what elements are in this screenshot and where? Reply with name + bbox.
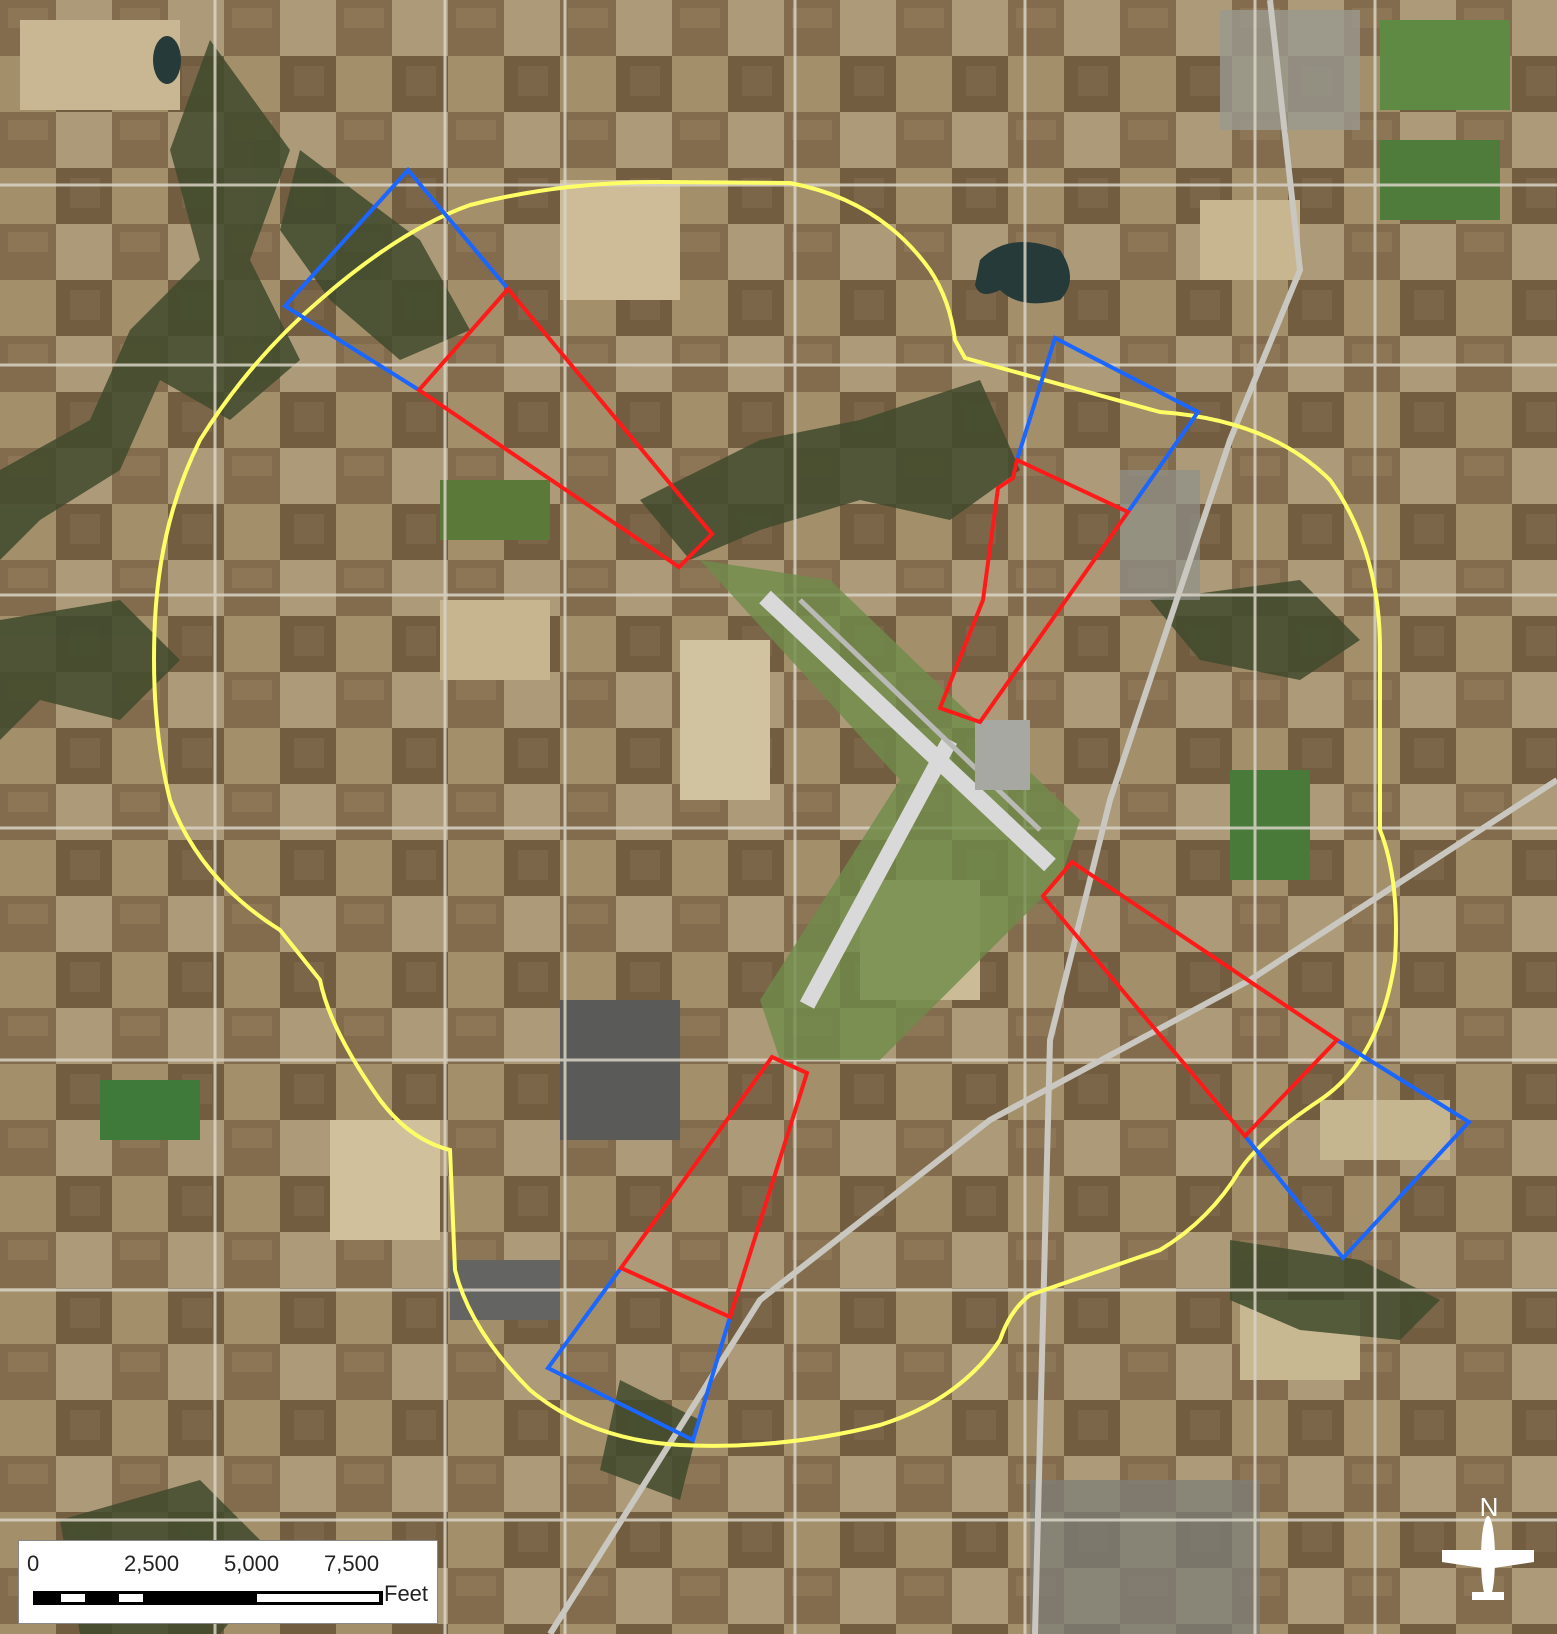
scale-bar-graphic	[33, 1591, 383, 1605]
scale-tick-7500: 7,500	[324, 1551, 380, 1576]
pond	[153, 36, 181, 84]
highway-diagonal	[547, 777, 1557, 1634]
town-east	[1120, 470, 1200, 600]
inner-safety-zones[interactable]	[416, 285, 1341, 1320]
scale-unit-label: Feet	[384, 1581, 429, 1606]
outer-zone-nw[interactable]	[281, 166, 510, 392]
scale-tick-5000: 5,000	[224, 1551, 280, 1576]
outer-zone-sw[interactable]	[544, 1266, 732, 1443]
airplane-icon	[1442, 1516, 1534, 1600]
runway-nw-se[interactable]	[759, 590, 1056, 872]
lake	[975, 242, 1070, 304]
scale-bar: 0 2,500 5,000 7,500 Feet	[18, 1540, 438, 1624]
scale-tick-0: 0	[27, 1551, 40, 1576]
outer-zone-ne[interactable]	[1015, 335, 1201, 514]
runway-ne-sw[interactable]	[799, 736, 958, 1009]
north-label: N	[1479, 1492, 1499, 1522]
terminal-apron[interactable]	[975, 720, 1030, 790]
outer-zone-se[interactable]	[1243, 1038, 1473, 1262]
taxiway-parallel	[798, 598, 1042, 832]
airport-influence-area[interactable]	[152, 179, 1398, 1448]
runways[interactable]	[759, 590, 1056, 1009]
outer-safety-zones[interactable]	[281, 166, 1473, 1443]
inner-zone-ne[interactable]	[937, 457, 1132, 725]
scale-tick-2500: 2,500	[124, 1551, 180, 1576]
urban-area-south	[1030, 1480, 1260, 1634]
urban-area-north	[1220, 10, 1360, 130]
inner-zone-nw[interactable]	[416, 285, 715, 570]
airport-grounds	[700, 560, 1080, 1060]
inner-zone-se[interactable]	[1040, 859, 1341, 1139]
inner-zone-sw[interactable]	[617, 1054, 810, 1320]
highway-north-south	[1032, 0, 1304, 1634]
